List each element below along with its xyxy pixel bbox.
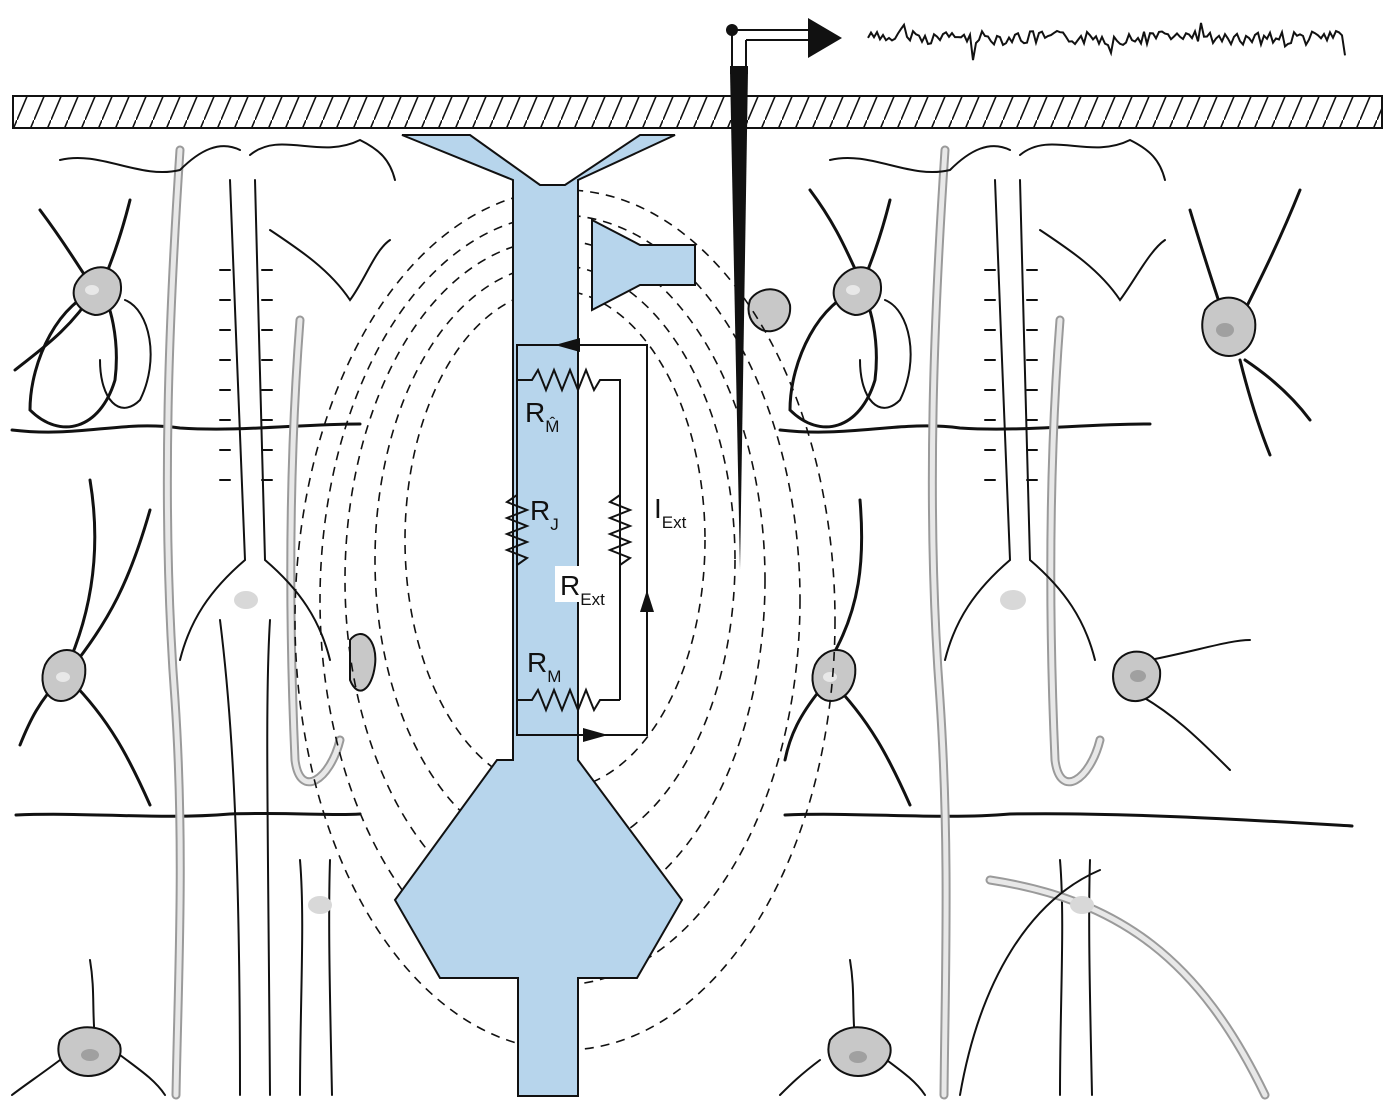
equivalent-circuit: [504, 344, 648, 736]
label-r-m-hat: RM̂: [525, 397, 559, 436]
central-pyramidal-neuron: [393, 134, 684, 1097]
resistor-icon: [517, 687, 620, 713]
glial-cells-left: [41, 266, 377, 1077]
presynaptic-terminal: [591, 218, 696, 312]
output-arrow-icon: [808, 18, 842, 58]
label-r-j: RJ: [530, 495, 559, 534]
resistor-icon: [607, 494, 633, 566]
label-i-ext: IExt: [654, 493, 687, 532]
label-r-ext: RExt: [560, 570, 605, 609]
label-r-m: RM: [527, 647, 561, 686]
recorded-signal-trace: [867, 22, 1346, 61]
glial-cells-right: [747, 266, 1257, 1077]
electrode-icon: [726, 24, 808, 570]
resistor-icon: [517, 367, 621, 700]
background-tissue-left: [10, 138, 396, 1100]
r-ext-label-bg: [555, 566, 617, 602]
resistor-icon: [504, 380, 530, 700]
background-tissue-right: [778, 138, 1354, 1100]
skull-surface-bar: [12, 95, 1383, 129]
current-arrows: [555, 338, 654, 742]
